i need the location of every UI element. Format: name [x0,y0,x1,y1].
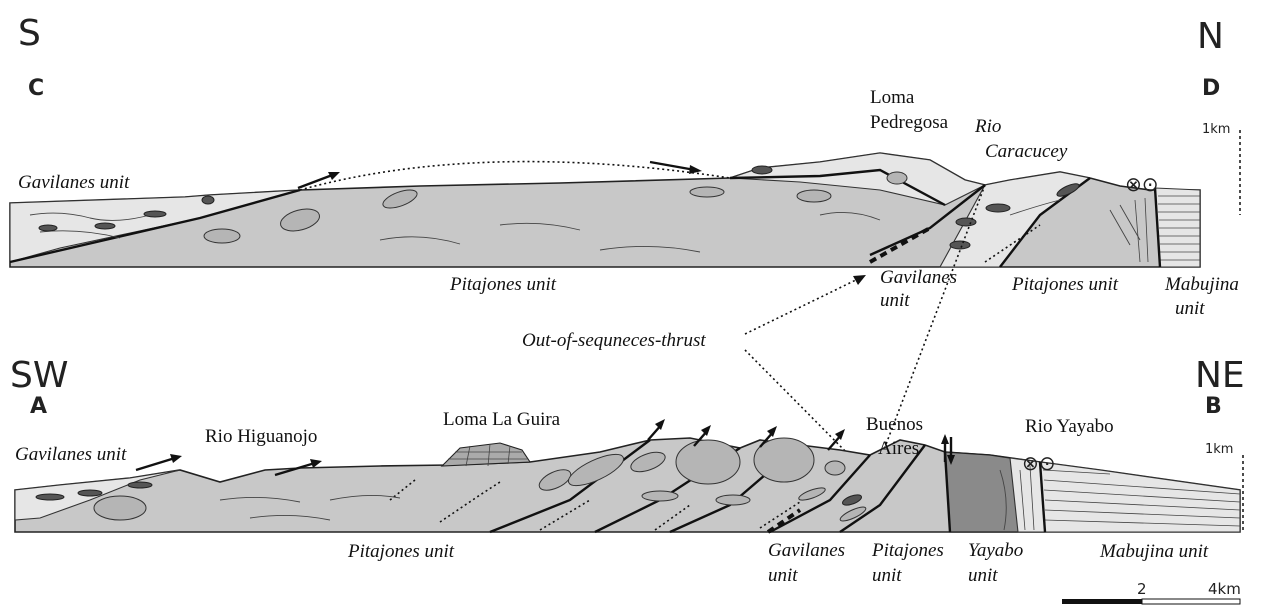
dark-lens-bottom-3 [128,482,152,488]
label-buenos-aires-1: Buenos [866,414,923,435]
point-d: D [1202,76,1220,101]
dark-lens-top-3 [39,225,57,231]
label-yayabo-1: Yayabo [968,540,1023,561]
dark-lens-top-1 [144,211,166,217]
label-gavilanes-top-left: Gavilanes unit [18,172,130,193]
label-pitajones-top-right: Pitajones unit [1011,274,1119,295]
direction-sw: SW [10,355,68,396]
strike-slip-symbol-top: ⊗⊙ [1125,172,1159,196]
label-gavilanes-bottom-1: Gavilanes [768,540,845,561]
point-c: C [28,76,44,101]
label-loma-la-guira: Loma La Guira [443,409,561,430]
mabujina-block-bottom [1040,462,1240,532]
dark-lens-top-5 [752,166,772,174]
dark-lens-top-7 [956,218,976,226]
lens-top-3 [690,187,724,197]
label-pitajones-top-main: Pitajones unit [449,274,557,295]
dark-lens-bottom-1 [36,494,64,500]
label-yayabo-2: unit [968,565,998,586]
lens-top-5 [887,172,907,184]
label-pitajones-bottom-main: Pitajones unit [347,541,455,562]
lens-bottom-7 [825,461,845,475]
label-scale-bottom: 1km [1205,442,1233,457]
label-rio-yayabo: Rio Yayabo [1025,416,1114,437]
dark-lens-top-4 [202,196,214,204]
label-rio-higuanojo: Rio Higuanojo [205,426,317,447]
dark-lens-top-6 [986,204,1010,212]
direction-ne: NE [1195,355,1245,396]
label-rio-caracucey-1: Rio [974,116,1001,137]
label-gavilanes-top-mid-1: Gavilanes [880,267,957,288]
label-mabujina-top-2: unit [1175,298,1205,319]
lens-bottom-8 [642,491,678,501]
label-scale-top: 1km [1202,122,1230,137]
lens-bottom-9 [716,495,750,505]
horizontal-scale-bar [1062,599,1240,604]
label-loma-pedregosa-1: Loma [870,87,915,108]
scale-bar-end-label: 4km [1208,580,1241,598]
point-a: A [30,394,47,419]
strike-slip-symbol-bottom: ⊗⊙ [1022,451,1056,475]
lens-top-4 [797,190,831,202]
point-b: B [1205,394,1222,419]
direction-n: N [1197,16,1224,57]
label-mabujina-top-1: Mabujina [1164,274,1239,295]
label-buenos-aires-2: Aires [878,438,919,459]
lens-bottom-5 [676,440,740,484]
direction-s: S [18,13,41,54]
scale-bar-mid-label: 2 [1137,580,1147,598]
label-loma-pedregosa-2: Pedregosa [870,112,949,133]
label-pitajones-bottom-1: Pitajones [871,540,944,561]
label-rio-caracucey-2: Caracucey [985,141,1068,162]
dark-lens-top-2 [95,223,115,229]
lens-bottom-1 [94,496,146,520]
label-gavilanes-bottom-2: unit [768,565,798,586]
label-mabujina-bottom: Mabujina unit [1099,541,1209,562]
mabujina-block-top [1155,188,1200,267]
label-gavilanes-top-mid-2: unit [880,290,910,311]
dark-lens-bottom-2 [78,490,102,496]
label-gavilanes-bottom-left: Gavilanes unit [15,444,127,465]
dark-lens-top-8 [950,241,970,249]
loma-la-guira-cap [442,443,530,466]
label-pitajones-bottom-2: unit [872,565,902,586]
label-out-of-sequence: Out-of-sequneces-thrust [522,330,706,351]
lens-top-2 [204,229,240,243]
